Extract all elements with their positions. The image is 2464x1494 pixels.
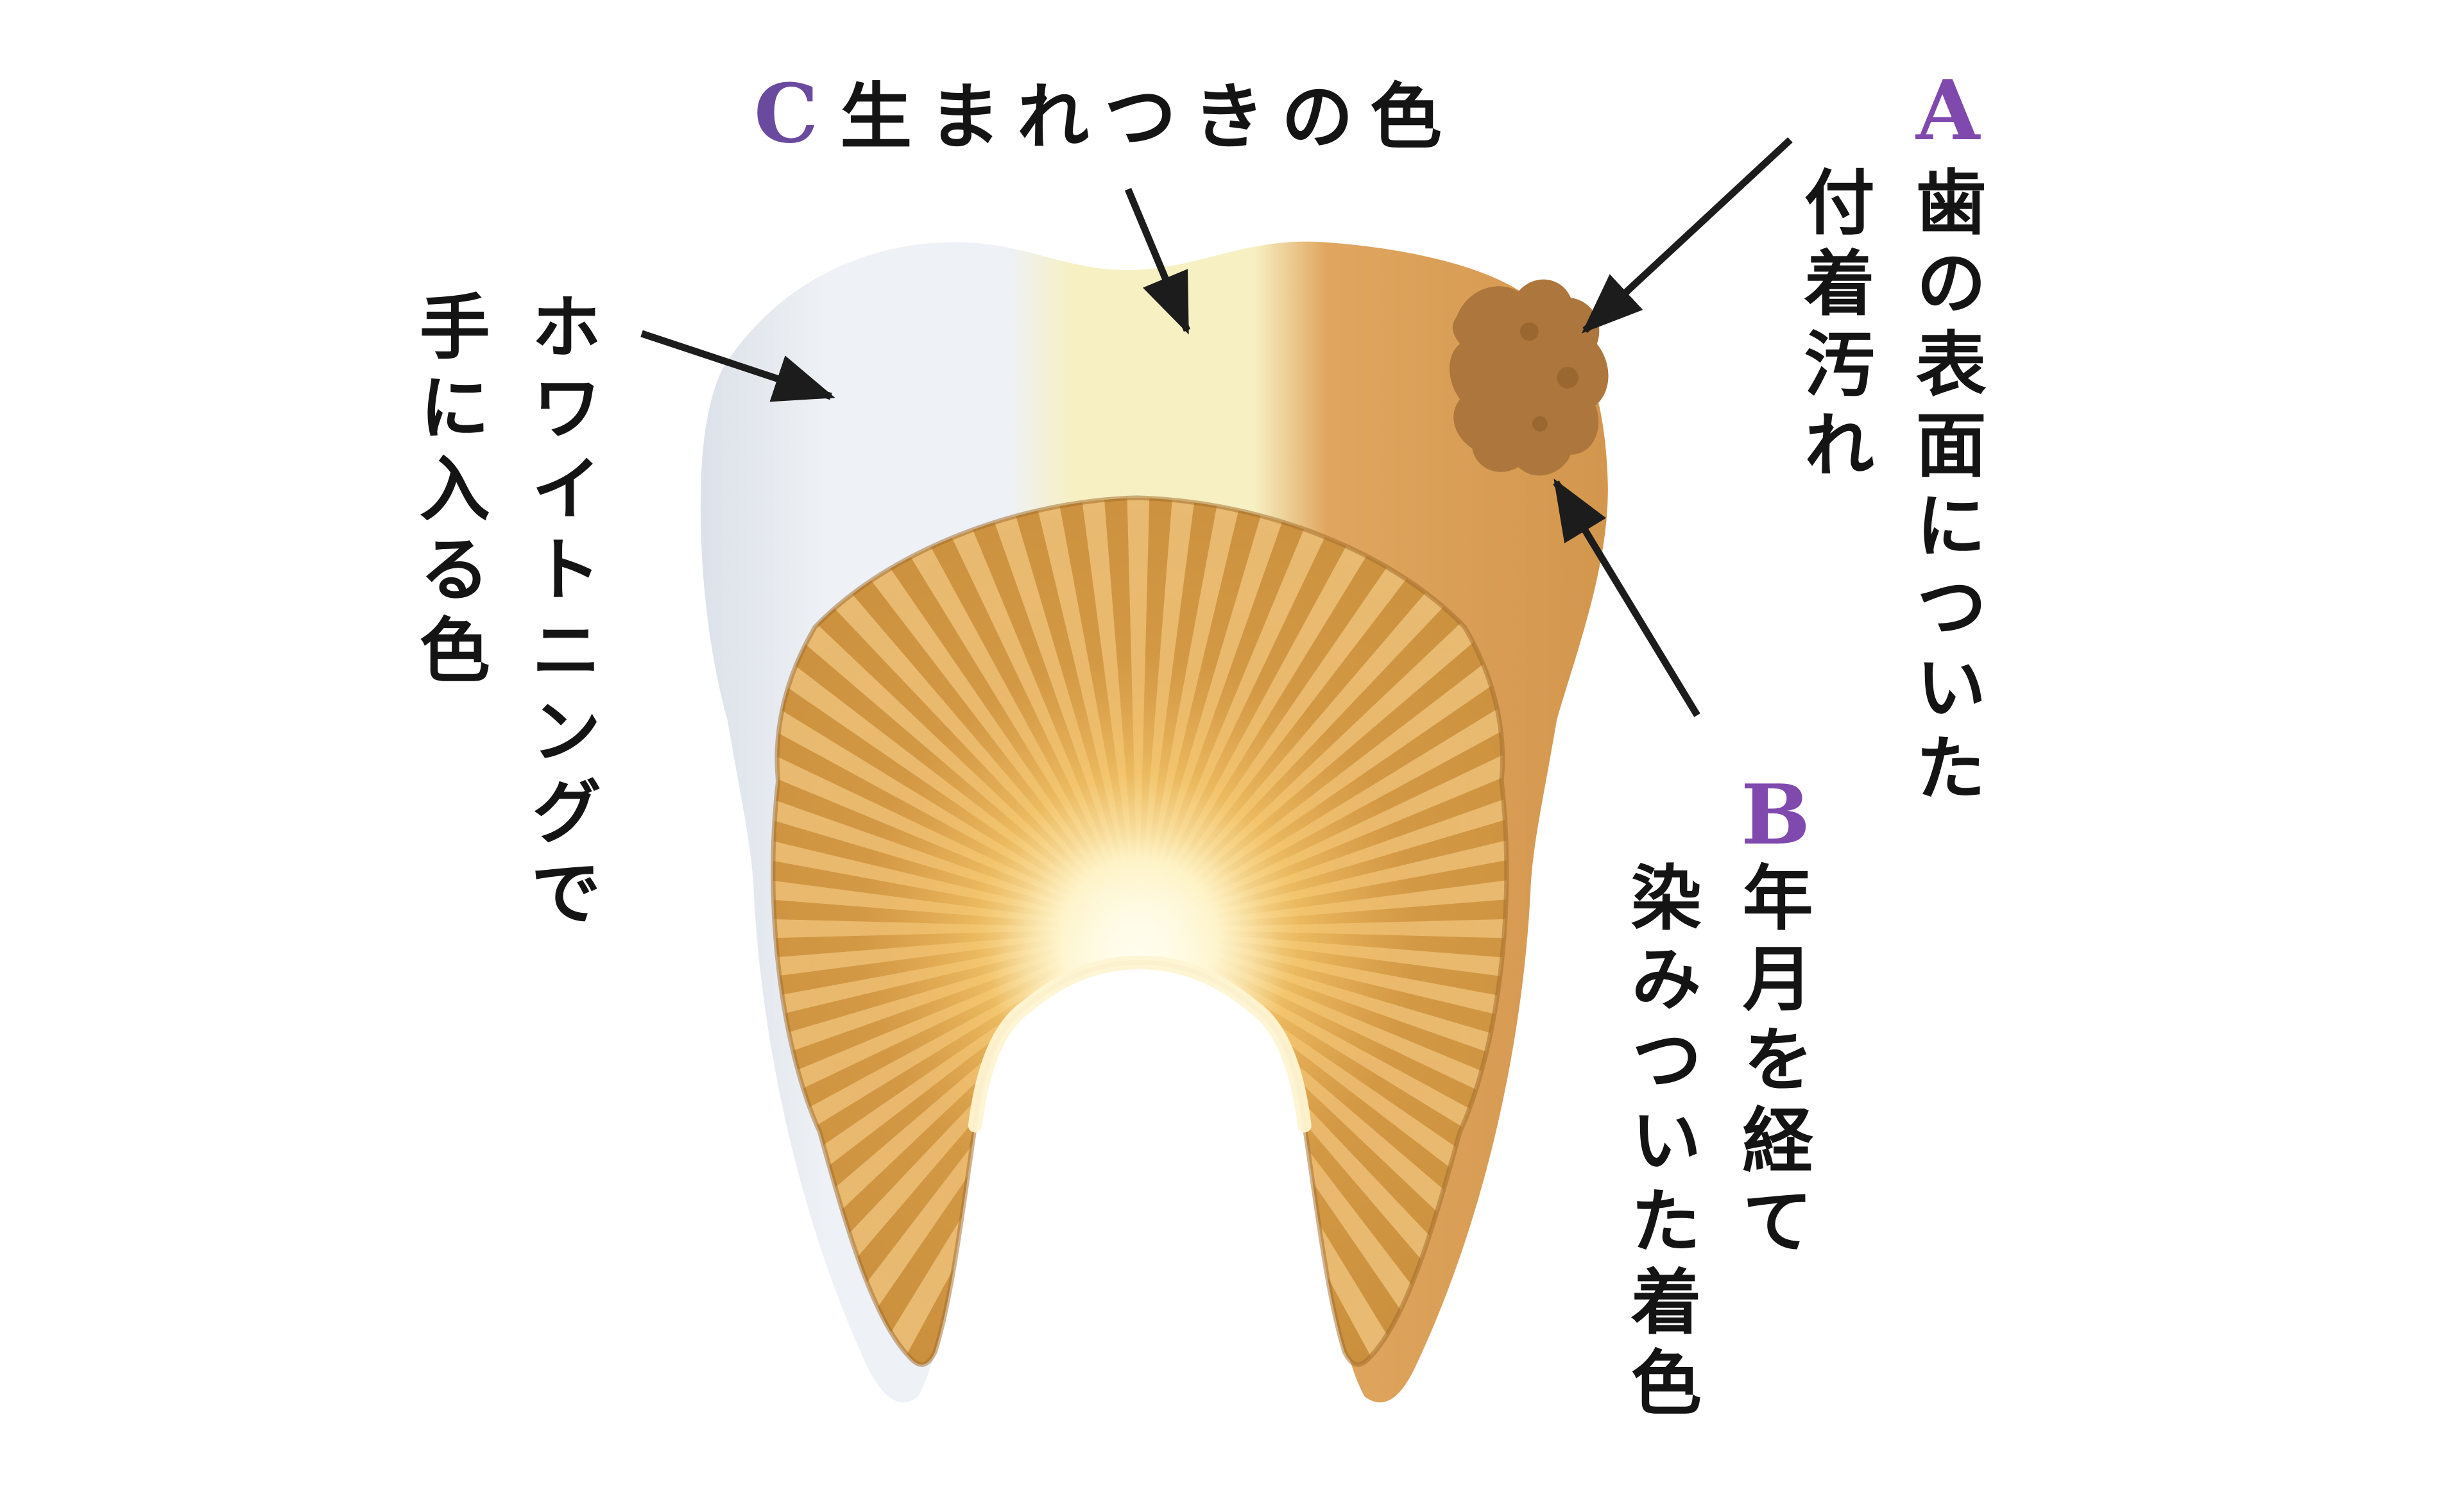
label-whitening-line1: ホワイトニングで: [518, 290, 602, 937]
label-b-line1: 年月を経て: [1730, 861, 1813, 1265]
stain-spot-icon: [1532, 416, 1548, 432]
stain-spot-icon: [1519, 322, 1539, 341]
surface-stain-blob: [1450, 279, 1609, 476]
label-whitening-line2: 手に入る色: [407, 290, 490, 694]
label-a-line2: 付着汚れ: [1792, 166, 1875, 489]
tooth-illustration: [700, 241, 1609, 1403]
root-arch-highlight: [968, 955, 1312, 1133]
label-b-line2: 染みついた着色: [1618, 861, 1702, 1427]
label-a-line1: 歯の表面についた: [1903, 166, 1987, 812]
label-b: 年月を経て 染みついた着色: [1604, 861, 1827, 1470]
label-a: 歯の表面についた 付着汚れ: [1777, 166, 2001, 871]
label-c-text: 生まれつきの色: [840, 75, 1459, 159]
label-b-letter: B: [1741, 767, 1811, 863]
label-a-letter: A: [1916, 63, 1980, 159]
label-c-letter: C: [754, 66, 819, 161]
glow-core: [992, 831, 1285, 1125]
stain-spot-icon: [1557, 367, 1579, 389]
label-whitening: ホワイトニングで 手に入る色: [393, 290, 616, 1028]
